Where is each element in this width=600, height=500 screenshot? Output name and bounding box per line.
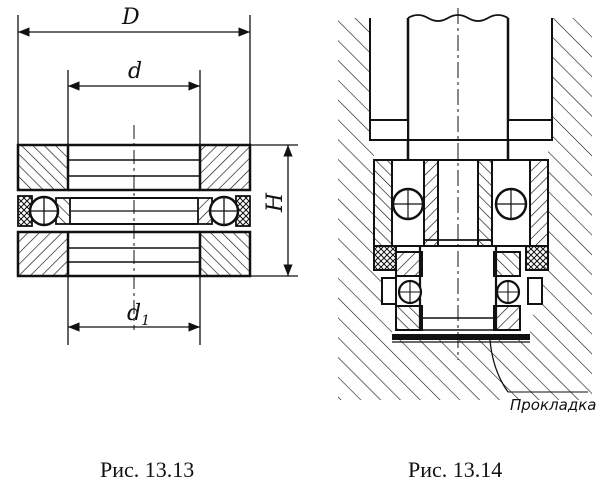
label-inner-diameter: d [128, 59, 142, 84]
upper-cover [369, 119, 553, 161]
dimension-bore-diameter: d1 [67, 276, 201, 345]
thrust-ball-right [495, 279, 521, 305]
dimension-height: H [250, 144, 298, 277]
gasket [392, 334, 530, 340]
ball-cage-row [17, 195, 251, 227]
figure-13-14: Прокладка Рис. 13.14 [338, 8, 596, 482]
caption-fig-13-14: Рис. 13.14 [408, 457, 502, 482]
ball-left [28, 195, 60, 227]
gasket-label: Прокладка [510, 396, 596, 414]
dimension-outer-diameter: D [17, 5, 251, 145]
dimension-inner-diameter: d [67, 59, 201, 145]
caption-fig-13-13: Рис. 13.13 [100, 457, 194, 482]
housing [338, 18, 592, 400]
ball-right [208, 195, 240, 227]
gasket-callout: Прокладка [489, 339, 596, 414]
top-washer [16, 143, 252, 192]
label-outer-diameter: D [121, 5, 140, 30]
bottom-washer [16, 230, 252, 278]
label-bore-diameter: d1 [127, 301, 150, 329]
thrust-ball-left [397, 279, 423, 305]
label-height: H [263, 192, 288, 213]
radial-bearing [373, 159, 549, 247]
spacer-ring [373, 245, 549, 271]
radial-ball-left [391, 187, 425, 221]
thrust-bearing [381, 251, 543, 331]
figure-13-13: D d [16, 5, 298, 482]
radial-ball-right [494, 187, 528, 221]
